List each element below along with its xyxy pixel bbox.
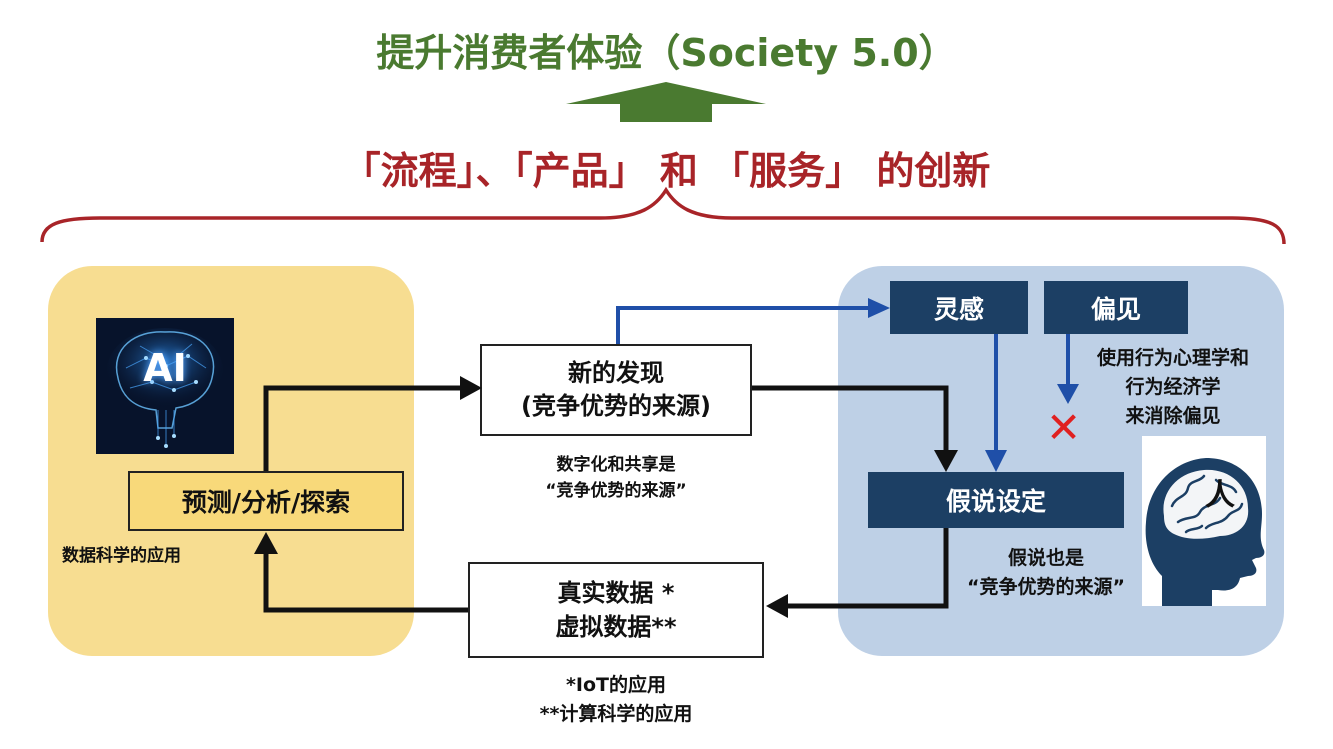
real-data-label: 真实数据 *: [557, 579, 675, 607]
predict-analyze-explore-box: 预测/分析/探索: [128, 471, 404, 531]
curly-brace: [40, 186, 1286, 245]
real-virtual-data-box: 真实数据 * 虚拟数据**: [468, 562, 764, 658]
virtual-data-label: 虚拟数据**: [555, 613, 677, 641]
digitization-note-line2: “竞争优势的来源”: [545, 481, 687, 501]
arrow-predict-to-discovery: [263, 385, 462, 471]
page-title: 提升消费者体验（Society 5.0）: [376, 31, 957, 75]
digitization-note: 数字化和共享是 “竞争优势的来源”: [480, 452, 752, 504]
hypothesis-note-line2: “竞争优势的来源”: [967, 576, 1125, 598]
arrowhead-predict: [254, 532, 278, 554]
human-head-icon: [1145, 458, 1265, 606]
new-discovery-box: 新的发现 (竞争优势的来源): [480, 344, 752, 436]
data-footnote: *IoT的应用 **计算科学的应用: [468, 671, 764, 729]
brain-circuit-icon: [96, 318, 234, 454]
arrowhead-bias: [1057, 384, 1079, 404]
hypothesis-note: 假说也是 “竞争优势的来源”: [936, 544, 1156, 602]
up-arrow-icon: [566, 82, 766, 122]
discovery-line1: 新的发现: [568, 359, 664, 387]
arrow-discovery-to-inspiration: [616, 306, 870, 344]
arrow-discovery-to-hypothesis: [752, 385, 949, 452]
bias-removal-note: 使用行为心理学和 行为经济学 来消除偏见: [1066, 344, 1280, 431]
arrowhead-inspiration: [868, 298, 890, 318]
data-science-note: 数据科学的应用: [62, 546, 181, 566]
person-image: [1142, 436, 1266, 606]
arrow-hypothesis-to-data: [786, 528, 949, 609]
ai-label: AI: [143, 346, 187, 390]
bias-note-line3: 来消除偏见: [1125, 405, 1221, 427]
person-label: 人: [1205, 478, 1235, 513]
cross-mark-icon: ✕: [1046, 403, 1082, 452]
innovation-heading: 「流程」、「产品」 和 「服务」 的创新: [342, 149, 991, 193]
bias-note-line2: 行为经济学: [1125, 376, 1221, 398]
hypothesis-box: 假说设定: [868, 472, 1124, 528]
discovery-line2: (竞争优势的来源): [521, 392, 711, 420]
iot-footnote: *IoT的应用: [565, 674, 667, 696]
ai-brain-image: AI: [96, 318, 234, 454]
arrowhead-data: [766, 594, 788, 618]
bias-box: 偏见: [1044, 281, 1188, 334]
arrowhead-discovery: [460, 376, 482, 400]
arrowhead-hypothesis-left: [934, 450, 958, 472]
bias-note-line1: 使用行为心理学和: [1096, 347, 1249, 369]
computational-science-footnote: **计算科学的应用: [539, 703, 693, 725]
digitization-note-line1: 数字化和共享是: [556, 455, 676, 475]
arrowhead-hypothesis-right: [985, 450, 1007, 472]
inspiration-box: 灵感: [890, 281, 1028, 334]
arrow-data-to-predict: [263, 552, 468, 613]
hypothesis-note-line1: 假说也是: [1007, 547, 1084, 569]
